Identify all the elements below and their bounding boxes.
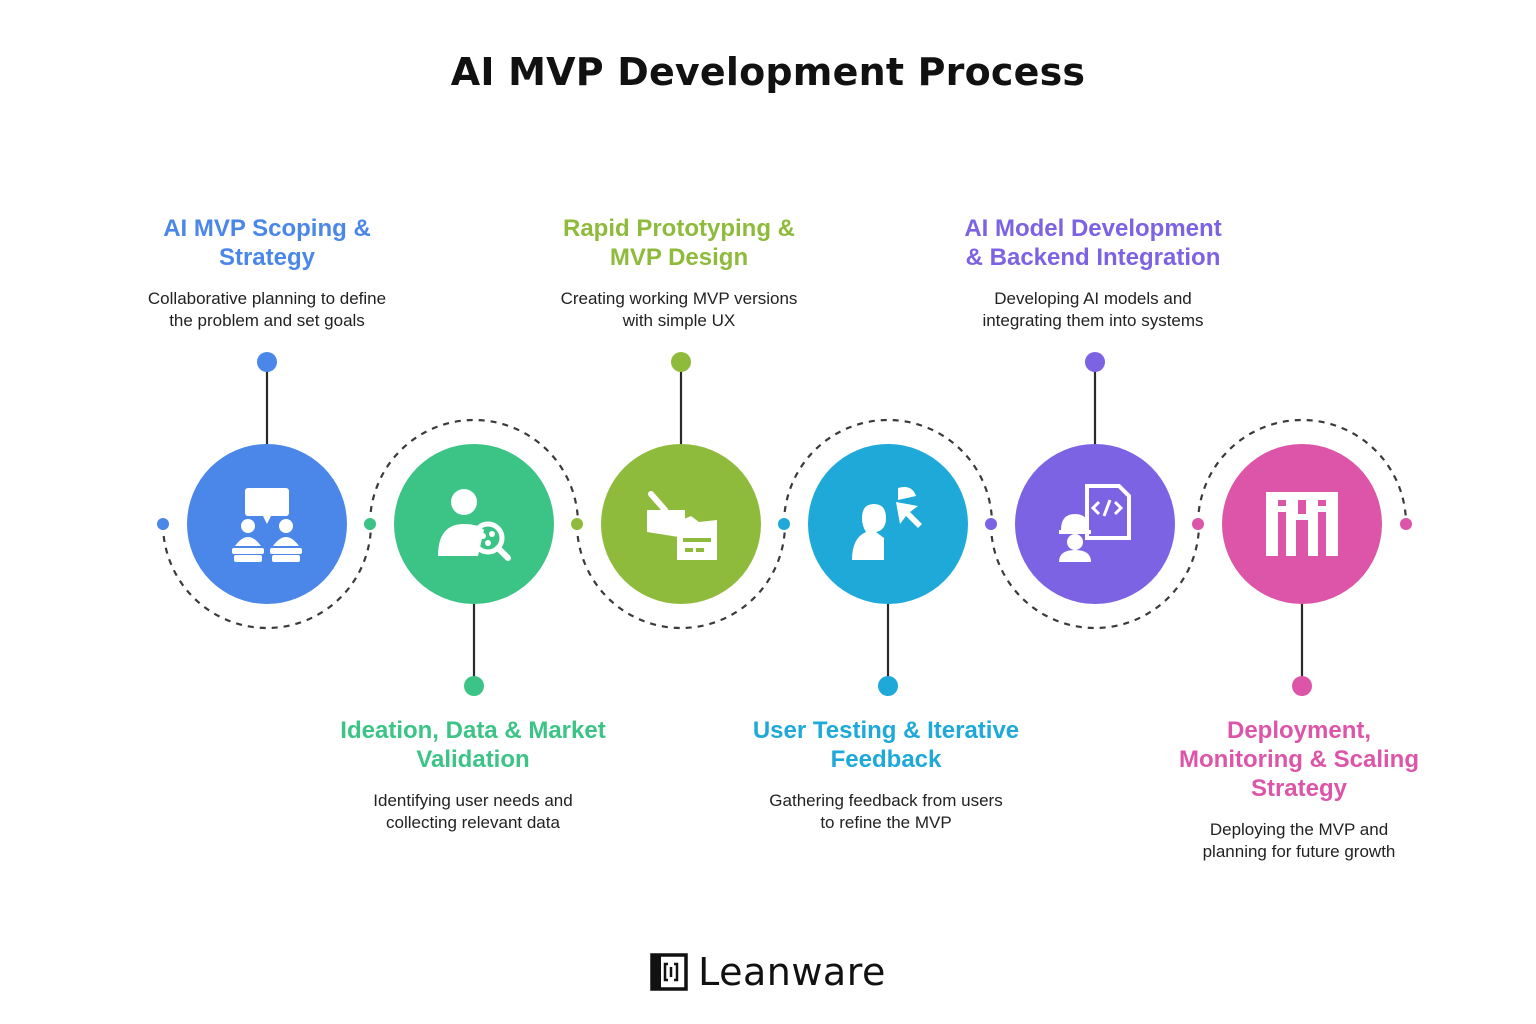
step-4-pin xyxy=(878,676,898,696)
step-1-description: Collaborative planning to define the pro… xyxy=(117,288,417,332)
step-5-title: AI Model Development & Backend Integrati… xyxy=(943,214,1243,272)
step-5-circle xyxy=(1015,444,1175,604)
step-4-desc-line2: to refine the MVP xyxy=(820,813,952,832)
step-4-circle xyxy=(808,444,968,604)
step-6-title-line2: Monitoring & Scaling xyxy=(1179,746,1419,773)
leanware-logo-icon xyxy=(650,953,688,991)
step-5-desc-line2: integrating them into systems xyxy=(982,311,1204,330)
logo-text: Leanware xyxy=(698,950,886,994)
step-6-description: Deploying the MVP and planning for futur… xyxy=(1149,819,1449,863)
connector-dot-left-6 xyxy=(1192,518,1204,530)
dashed-connector-arc-6 xyxy=(1196,418,1408,525)
step-1-title: AI MVP Scoping & Strategy xyxy=(117,214,417,272)
step-3-title: Rapid Prototyping & MVP Design xyxy=(529,214,829,272)
step-5-title-line1: AI Model Development xyxy=(964,215,1222,242)
dashed-connector-arc-5 xyxy=(989,523,1201,630)
step-2-title-line1: Ideation, Data & Market xyxy=(340,717,606,744)
connector-dot-left-5 xyxy=(985,518,997,530)
step-5-label: AI Model Development & Backend Integrati… xyxy=(943,214,1243,332)
step-1-desc-line1: Collaborative planning to define xyxy=(147,289,387,308)
step-1-title-line2: Strategy xyxy=(218,244,316,271)
step-5-pin xyxy=(1085,352,1105,372)
step-4-title: User Testing & Iterative Feedback xyxy=(736,716,1036,774)
step-3-desc-line2: with simple UX xyxy=(622,311,736,330)
prototype-box-icon xyxy=(647,491,717,560)
developer-code-icon xyxy=(1059,484,1131,562)
scaling-bars-icon xyxy=(1266,492,1338,556)
step-4-description: Gathering feedback from users to refine … xyxy=(736,790,1036,834)
step-2-label: Ideation, Data & Market Validation Ident… xyxy=(323,716,623,834)
step-6-title: Deployment, Monitoring & Scaling Strateg… xyxy=(1149,716,1449,803)
step-4-title-line1: User Testing & Iterative xyxy=(752,717,1020,744)
step-3-desc-line1: Creating working MVP versions xyxy=(560,289,798,308)
dashed-connector-arc-1 xyxy=(161,523,373,630)
step-3-description: Creating working MVP versions with simpl… xyxy=(529,288,829,332)
dashed-connector-arc-3 xyxy=(575,523,787,630)
user-pointer-icon xyxy=(852,487,922,560)
step-2-pin xyxy=(464,676,484,696)
step-6-label: Deployment, Monitoring & Scaling Strateg… xyxy=(1149,716,1449,863)
user-search-icon xyxy=(438,489,511,561)
step-2-title-line2: Validation xyxy=(416,746,530,773)
presentation-audience-icon xyxy=(232,488,302,562)
step-2-desc-line2: collecting relevant data xyxy=(386,813,560,832)
connector-dot-left-1 xyxy=(157,518,169,530)
step-3-title-line2: MVP Design xyxy=(609,244,749,271)
step-1-label: AI MVP Scoping & Strategy Collaborative … xyxy=(117,214,417,332)
connector-dot-left-4 xyxy=(778,518,790,530)
dashed-connector-arc-2 xyxy=(368,418,580,525)
step-4-desc-line1: Gathering feedback from users xyxy=(769,791,1003,810)
step-2-circle xyxy=(394,444,554,604)
step-5-title-line2: & Backend Integration xyxy=(965,244,1221,271)
connector-dot-left-3 xyxy=(571,518,583,530)
step-5-desc-line1: Developing AI models and xyxy=(994,289,1192,308)
step-3-pin xyxy=(671,352,691,372)
step-2-description: Identifying user needs and collecting re… xyxy=(323,790,623,834)
step-1-pin xyxy=(257,352,277,372)
step-6-desc-line2: planning for future growth xyxy=(1202,842,1396,861)
step-4-title-line2: Feedback xyxy=(830,746,942,773)
step-1-title-line1: AI MVP Scoping & xyxy=(163,215,371,242)
step-3-title-line1: Rapid Prototyping & xyxy=(563,215,795,242)
step-5-description: Developing AI models and integrating the… xyxy=(943,288,1243,332)
step-6-title-line3: Strategy xyxy=(1250,775,1348,802)
dashed-connector-arc-4 xyxy=(782,418,994,525)
step-2-title: Ideation, Data & Market Validation xyxy=(323,716,623,774)
step-6-desc-line1: Deploying the MVP and xyxy=(1209,820,1389,839)
step-6-circle xyxy=(1222,444,1382,604)
step-6-pin xyxy=(1292,676,1312,696)
footer-logo: Leanware xyxy=(0,950,1536,994)
step-2-desc-line1: Identifying user needs and xyxy=(373,791,573,810)
step-4-label: User Testing & Iterative Feedback Gather… xyxy=(736,716,1036,834)
page-title: AI MVP Development Process xyxy=(450,50,1086,94)
connector-dot-right-6 xyxy=(1400,518,1412,530)
connector-dot-left-2 xyxy=(364,518,376,530)
step-3-label: Rapid Prototyping & MVP Design Creating … xyxy=(529,214,829,332)
step-6-title-line1: Deployment, xyxy=(1226,717,1372,744)
step-1-desc-line2: the problem and set goals xyxy=(169,311,365,330)
